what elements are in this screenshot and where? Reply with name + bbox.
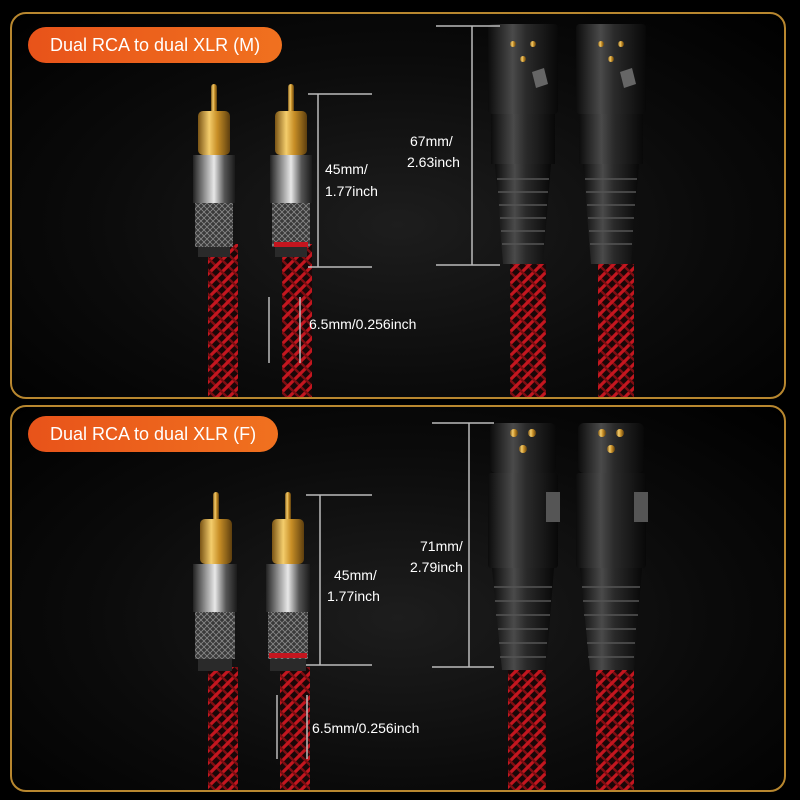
xlr-female-plug-2 — [576, 423, 648, 790]
panel-female-xlr: Dual RCA to dual XLR (F) 45mm/ 1.77inch … — [10, 405, 786, 792]
cable-diameter-dimension — [268, 297, 301, 363]
xlr-length-inch: 2.79inch — [410, 559, 463, 575]
section-title-female: Dual RCA to dual XLR (F) — [28, 416, 279, 452]
rca-length-inch: 1.77inch — [325, 183, 378, 199]
rca-length-mm: 45mm/ — [325, 161, 368, 177]
cable-diameter-label: 6.5mm/0.256inch — [312, 720, 420, 736]
rca-plug-1 — [193, 84, 238, 397]
xlr-female-plug-1 — [488, 423, 560, 790]
rca-length-mm: 45mm/ — [334, 567, 377, 583]
rca-plug-2 — [270, 84, 312, 397]
female-cable-illustration — [193, 422, 648, 790]
rca-plug-3 — [193, 492, 238, 790]
xlr-length-inch: 2.63inch — [407, 154, 460, 170]
xlr-male-plug-1 — [488, 24, 558, 397]
xlr-length-dimension — [436, 25, 500, 266]
cable-diameter-label: 6.5mm/0.256inch — [309, 316, 417, 332]
xlr-male-plug-2 — [576, 24, 646, 397]
male-cable-illustration — [193, 24, 646, 397]
xlr-length-mm: 71mm/ — [420, 538, 463, 554]
xlr-length-mm: 67mm/ — [410, 133, 453, 149]
rca-length-dimension — [306, 494, 372, 666]
rca-length-dimension — [308, 93, 372, 268]
section-title-male: Dual RCA to dual XLR (M) — [28, 27, 283, 63]
xlr-length-dimension — [432, 422, 494, 668]
rca-plug-4 — [266, 492, 310, 790]
cable-diameter-dimension — [276, 695, 308, 759]
panel-male-xlr: Dual RCA to dual XLR (M) 45mm/ 1.77inch … — [10, 12, 786, 399]
rca-length-inch: 1.77inch — [327, 588, 380, 604]
